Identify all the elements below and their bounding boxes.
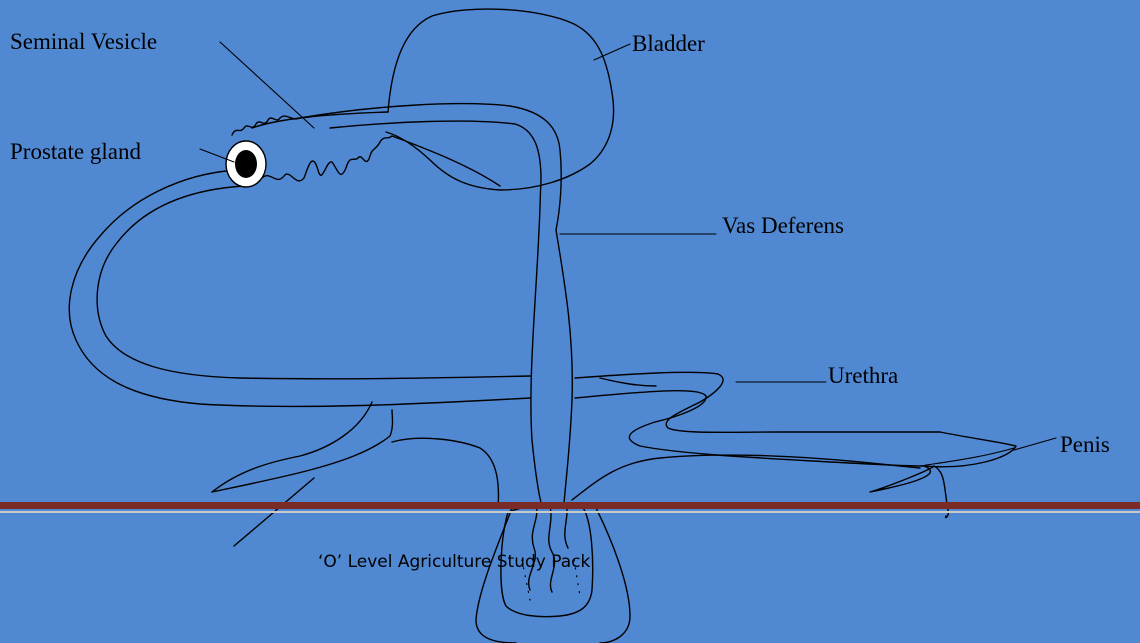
duct-upper-inner [330,121,541,230]
pointer-bladder [594,44,630,60]
urethra-loop-inner [97,186,530,379]
label-vas-deferens: Vas Deferens [722,214,844,237]
duct-upper-outer [300,104,561,230]
testis-inner-lines [529,504,568,592]
pointer-penis [1014,438,1056,450]
pointer-seminal-vesicle [220,42,314,128]
label-seminal-vesicle: Seminal Vesicle [10,30,157,53]
bottom-left-curve-3 [392,438,498,508]
scrotum-outline [476,508,630,643]
label-penis: Penis [1060,433,1110,456]
prostate-gland-inner [235,150,257,178]
footer-title: ‘O’ Level Agriculture Study Pack [318,554,590,571]
urethra-loop-outer [69,170,530,406]
bottom-left-curve-2 [212,410,393,492]
urethra-extension-top [600,378,656,386]
bottom-right-curve [572,455,920,500]
vesicle-duct [392,136,500,186]
bladder-outline [386,9,614,190]
vas-deferens-right [556,230,572,504]
label-urethra: Urethra [828,364,898,387]
bottom-left-curve-1 [212,402,372,492]
seminal-vesicle-bottom [262,136,392,181]
footer-rule-light [0,511,1140,513]
footer-rule-dark [0,502,1140,509]
vas-deferens-left [531,230,542,506]
label-bladder: Bladder [632,32,705,55]
label-prostate-gland: Prostate gland [10,140,141,163]
